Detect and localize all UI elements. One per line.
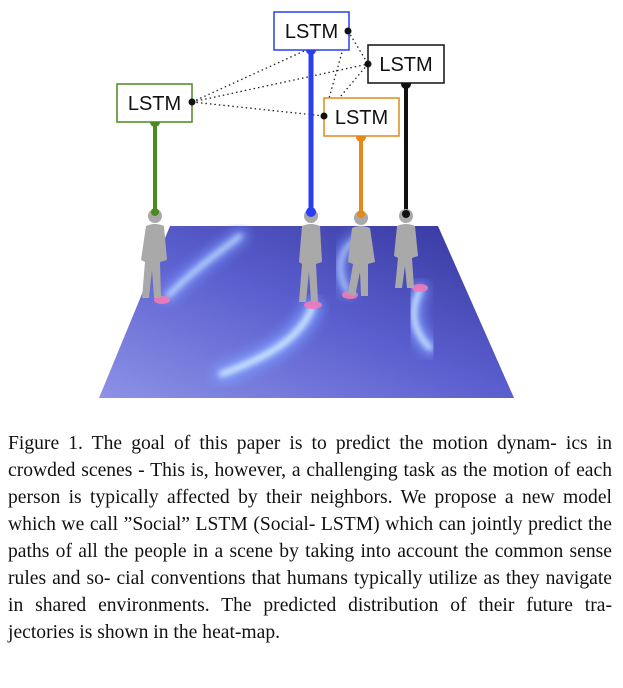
caption-line: cial conventions that humans typically u… — [8, 568, 612, 616]
connector-dot-green — [188, 98, 196, 106]
caption-line: ics in crowded scenes - This is, however… — [8, 433, 613, 481]
lstm-label-orange: LSTM — [335, 107, 388, 129]
connector-dot-orange — [320, 112, 328, 120]
connector-dot-black — [364, 60, 372, 68]
caption-line: LSTM) which can jointly predict the path… — [8, 514, 612, 562]
caption-line: jectories is shown in the heat-map. — [8, 622, 281, 643]
lstm-box-black: LSTM — [367, 44, 445, 84]
caption-line: Figure 1. The goal of this paper is to p… — [8, 433, 557, 454]
lstm-box-orange: LSTM — [323, 97, 400, 137]
caption-line: shared environments. The predicted distr… — [35, 595, 613, 616]
caption-line: We propose a new model which we call ”So… — [8, 487, 612, 535]
figure-illustration: LSTM LSTM LSTM LSTM — [99, 11, 514, 398]
lstm-label-black: LSTM — [379, 54, 432, 76]
caption-line: a scene by taking into account the commo… — [8, 541, 612, 589]
hotspot-black — [412, 284, 428, 292]
caption-line: the motion of each person is typically a… — [8, 460, 612, 508]
lstm-box-green: LSTM — [116, 83, 193, 123]
lstm-box-blue: LSTM — [273, 11, 350, 51]
heat-map-trails — [154, 229, 438, 384]
lstm-label-green: LSTM — [128, 93, 181, 115]
social-lstm-figure: LSTM LSTM LSTM LSTM — [99, 11, 514, 398]
connector-dot-blue — [344, 27, 352, 35]
lstm-label-blue: LSTM — [285, 21, 338, 43]
hotspot-blue — [304, 301, 322, 309]
figure-caption: Figure 1. The goal of this paper is to p… — [8, 430, 612, 646]
